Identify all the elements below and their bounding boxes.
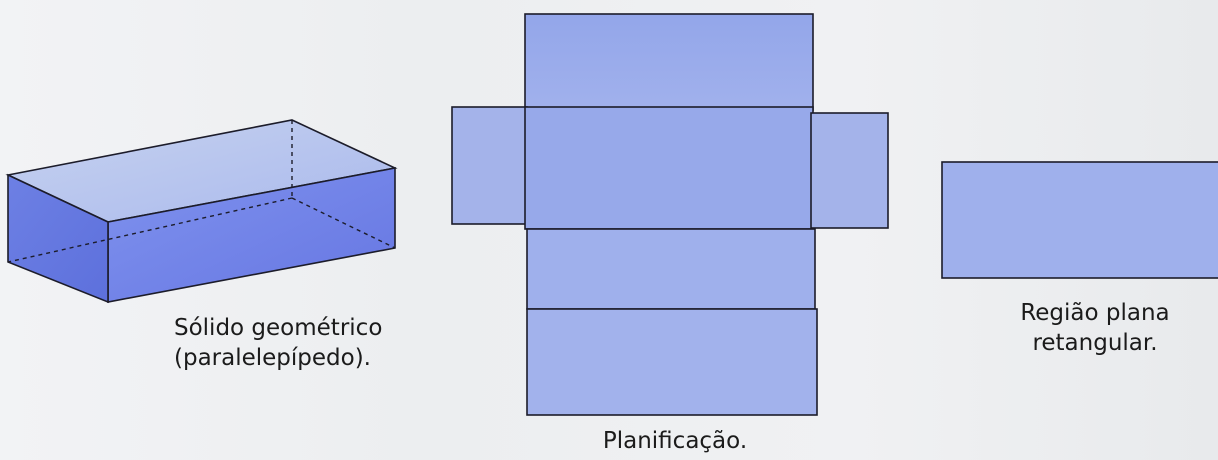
solid-caption-line1: Sólido geométrico xyxy=(174,315,383,341)
solid-caption: Sólido geométrico (paralelepípedo). xyxy=(174,313,382,373)
region-caption: Região plana retangular. xyxy=(990,298,1200,358)
net-bottom-face xyxy=(526,228,816,310)
net-caption-text: Planificação. xyxy=(602,428,748,454)
net-left-face xyxy=(451,106,528,225)
region-caption-line2: retangular. xyxy=(1032,330,1158,356)
region-caption-line1: Região plana xyxy=(1020,300,1170,326)
solid-hidden-edges xyxy=(7,120,396,263)
parallelepiped-solid xyxy=(5,119,398,304)
net-back-face xyxy=(526,308,818,416)
parallelepiped-net xyxy=(451,13,889,416)
solid-left-face xyxy=(7,173,109,304)
net-caption: Planificação. xyxy=(565,426,785,456)
net-front-face xyxy=(524,106,814,230)
net-right-face xyxy=(810,112,889,229)
rectangular-region xyxy=(941,161,1218,279)
solid-caption-line2: (paralelepípedo). xyxy=(174,345,371,371)
net-top-face xyxy=(524,13,814,111)
